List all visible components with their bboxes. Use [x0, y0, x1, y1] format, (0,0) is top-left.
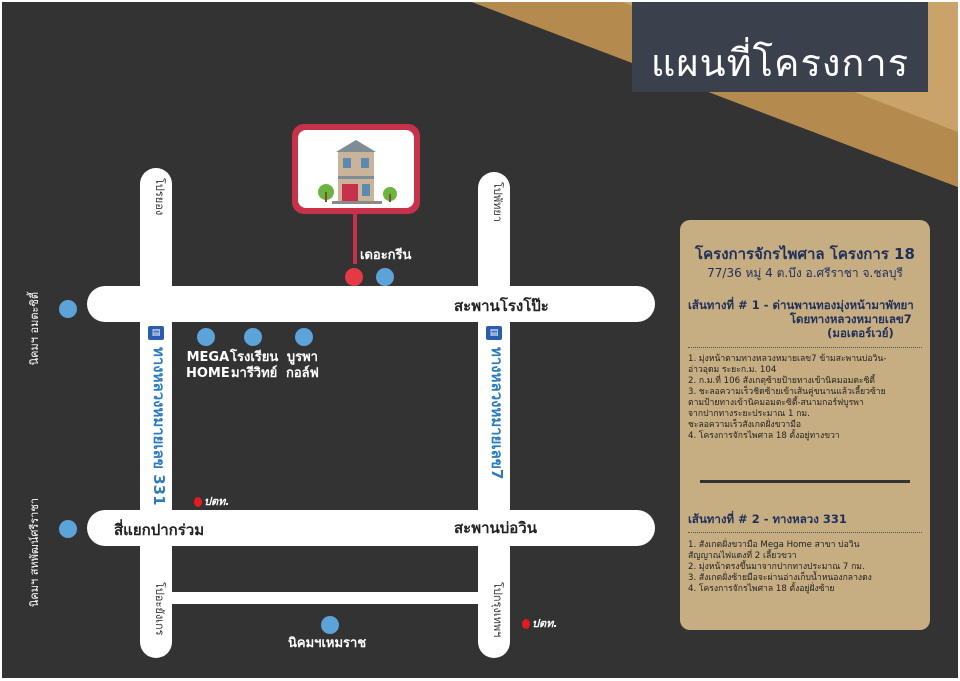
route1-divider	[688, 347, 922, 348]
right-bottom-road-label: โปกรุงเทพฯ	[491, 582, 504, 638]
route2-steps: 1. สังเกตฝั่งขวามือ Mega Home สาขา บ่อวิ…	[688, 540, 872, 594]
ptt-drop-icon	[522, 619, 530, 629]
pin-stem	[353, 214, 357, 264]
route1-steps: 1. มุ่งหน้าตามทางหลวงหมายเลข7 ข้ามสะพานบ…	[688, 354, 887, 441]
ptt-station-1: ปตท.	[194, 492, 230, 510]
hemaraj-marker[interactable]	[321, 616, 339, 634]
left-highway-label: ทางหลวงหมายเลข 331	[150, 347, 168, 506]
middle-left-road-label: สี่แยกปากร่วม	[114, 521, 205, 539]
left-top-road-label: โปรยอง	[153, 178, 166, 216]
title-box: แผนที่โครงการ	[632, 2, 928, 92]
right-top-road-label: โปพัทยา	[491, 182, 504, 223]
school-marker[interactable]	[244, 328, 262, 346]
project-name: โครงการจักรไพศาล โครงการ 18	[695, 245, 915, 263]
mega-home-marker[interactable]	[197, 328, 215, 346]
middle-right-road-label: สะพานบ่อวิน	[454, 519, 537, 537]
bottom-road	[160, 592, 492, 604]
left-road	[140, 168, 172, 658]
right-highway-label: ทางหลวงหมายเลข7	[488, 347, 506, 480]
school-label: โรงเรียนมารีวิทย์	[230, 350, 279, 381]
top-road-label: สะพานโรงโป๊ะ	[454, 297, 549, 315]
amata-city-marker[interactable]	[59, 300, 77, 318]
saha-estate-marker[interactable]	[59, 520, 77, 538]
top-road	[87, 286, 655, 322]
highway-sign-right-icon: ▤	[486, 326, 502, 340]
middle-road	[87, 510, 655, 546]
route-separator	[700, 480, 910, 483]
project-location-marker[interactable]	[345, 268, 363, 286]
route2-heading: เส้นทางที่ # 2 - ทางหลวง 331	[688, 512, 847, 526]
saha-estate-label: นิคมฯ สหพัฒน์ศรีราชา	[28, 498, 41, 608]
left-bottom-road-label: โปอะยังเกร	[153, 582, 166, 636]
amata-city-label: นิคมฯ อมตะซิตี้	[28, 292, 41, 366]
dertgreen-marker[interactable]	[376, 268, 394, 286]
golf-label: บูรพากอล์ฟ	[286, 350, 319, 381]
directions-panel: โครงการจักรไพศาล โครงการ 18 77/36 หมู่ 4…	[680, 220, 930, 630]
ptt-station-2: ปตท.	[522, 614, 558, 632]
project-house-frame	[298, 130, 414, 208]
hemaraj-label: นิคมฯเหมราช	[288, 636, 367, 651]
project-address: 77/36 หมู่ 4 ต.บึง อ.ศรีราชา จ.ชลบุรี	[707, 266, 903, 280]
dertgreen-label: เดอะกรีน	[360, 248, 412, 263]
right-road	[478, 172, 510, 658]
ptt-drop-icon	[194, 497, 202, 507]
project-pin	[292, 124, 420, 214]
highway-sign-left-icon: ▤	[148, 326, 164, 340]
golf-marker[interactable]	[295, 328, 313, 346]
house-icon	[318, 140, 397, 204]
route2-divider	[688, 532, 922, 533]
page-title: แผนที่โครงการ	[650, 41, 910, 85]
route1-heading: เส้นทางที่ # 1 - ด่านพานทองมุ่งหน้ามาพัท…	[688, 298, 914, 340]
